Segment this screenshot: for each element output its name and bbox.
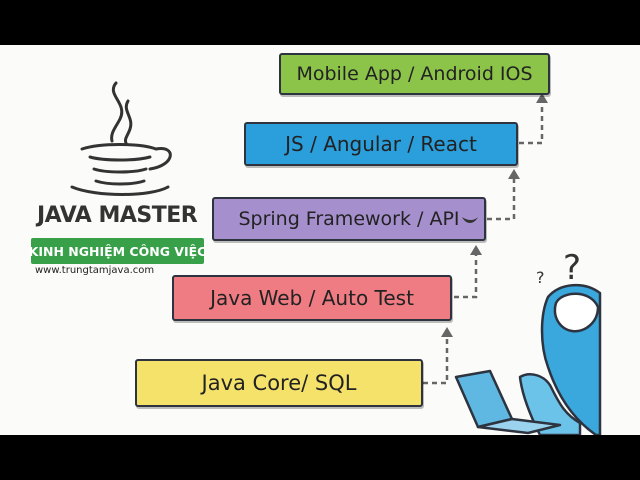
step-java-core: Java Core/ SQL [135,359,423,407]
question-mark-large: ? [563,248,581,288]
dashed-arrow-icon [423,335,449,385]
dashed-arrow-icon [487,177,516,221]
dashed-arrow-icon [519,101,544,145]
question-mark-small: ? [536,268,545,287]
arrowhead-icon [441,327,453,337]
arrowhead-icon [508,169,520,179]
step-java-web: Java Web / Auto Test [172,275,452,321]
step-js-frameworks: JS / Angular / React [244,122,518,166]
step-mobile-app: Mobile App / Android IOS [279,53,550,95]
whiteboard-canvas: JAVA MASTER KINH NGHIỆM CÔNG VIỆC www.tr… [0,45,640,435]
logo-banner: KINH NGHIỆM CÔNG VIỆC [29,238,206,264]
step-spring-framework: Spring Framework / API [212,197,486,241]
arrowhead-icon [536,93,548,103]
java-cup-icon [70,81,172,196]
step-connectors [423,93,548,385]
person-with-laptop-icon: ? ? [454,248,602,435]
bird-icon [462,217,478,223]
dashed-arrow-icon [454,253,478,299]
java-logo-graphic [70,81,172,196]
arrowhead-icon [470,245,482,255]
logo-title: JAVA MASTER [37,203,198,228]
logo-url: www.trungtamjava.com [35,265,155,276]
